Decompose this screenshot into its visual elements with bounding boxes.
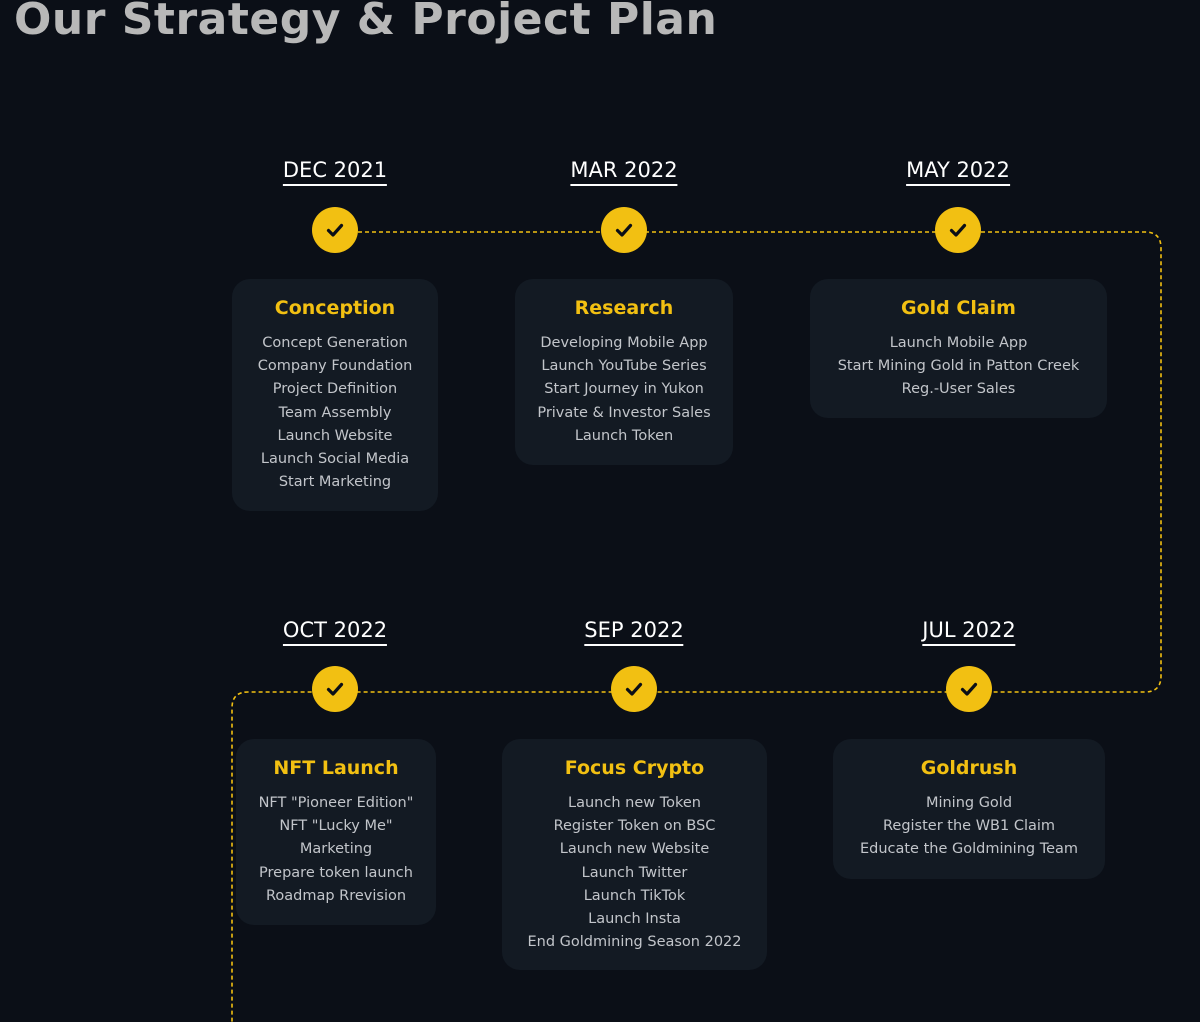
check-icon [312,207,358,253]
milestone-title: Goldrush [920,757,1018,779]
milestone-date: DEC 2021 [282,158,388,186]
milestone-task: End Goldmining Season 2022 [527,934,742,951]
milestone-task: Launch Token [574,427,674,444]
milestone-date: MAR 2022 [570,158,678,186]
milestone-title: Conception [274,297,396,319]
check-icon [611,666,657,712]
milestone-task: Register the WB1 Claim [882,818,1056,835]
milestone-task: Reg.-User Sales [901,381,1016,398]
milestone-task: Private & Investor Sales [537,404,711,421]
milestone-task: Mining Gold [925,795,1013,811]
milestone-date: MAY 2022 [906,158,1010,186]
milestone-task: Launch new Token [568,795,701,811]
milestone-task: Concept Generation [262,335,408,351]
milestone-task: Start Marketing [278,474,392,491]
milestone-date: JUL 2022 [922,618,1016,646]
milestone-date: OCT 2022 [282,618,388,646]
milestone-task: Launch Website [277,427,393,444]
milestone-task: Marketing [299,841,373,858]
milestone-task: Register Token on BSC [553,818,716,835]
milestone-title: Research [574,297,674,319]
check-icon [946,666,992,712]
milestone-task: Start Mining Gold in Patton Creek [837,358,1080,375]
milestone-task: Launch new Website [559,841,710,858]
page-title: Our Strategy & Project Plan [14,0,718,45]
milestone-task-list: NFT "Pioneer Edition" NFT "Lucky Me" Marke… [236,792,436,908]
milestone-task: Start Journey in Yukon [544,381,704,398]
milestone-date: SEP 2022 [584,618,684,646]
check-icon [312,666,358,712]
check-icon [935,207,981,253]
milestone-task: Launch YouTube Series [541,358,707,375]
milestone-task: Roadmap Rrevision [265,887,407,904]
milestone-task: Prepare token launch [259,864,413,881]
milestone-title: Gold Claim [901,297,1016,319]
milestone-task: NFT "Pioneer Edition" [258,795,414,811]
milestone-task: Launch Twitter [581,864,688,881]
milestone-task: Team Assembly [278,404,392,421]
milestone-task: Developing Mobile App [540,335,708,351]
milestone-task: Company Foundation [257,358,413,375]
milestone-task: Project Definition [272,381,398,398]
check-icon [601,207,647,253]
milestone-task: Educate the Goldmining Team [859,841,1079,858]
milestone-task: NFT "Lucky Me" [279,818,393,835]
milestone-task: Launch Mobile App [889,335,1028,351]
milestone-task: Launch TikTok [583,887,686,904]
milestone-task: Launch Insta [588,911,681,928]
milestone-task: Launch Social Media [260,451,410,468]
milestone-title: NFT Launch [273,757,399,779]
milestone-title: Focus Crypto [564,757,705,779]
